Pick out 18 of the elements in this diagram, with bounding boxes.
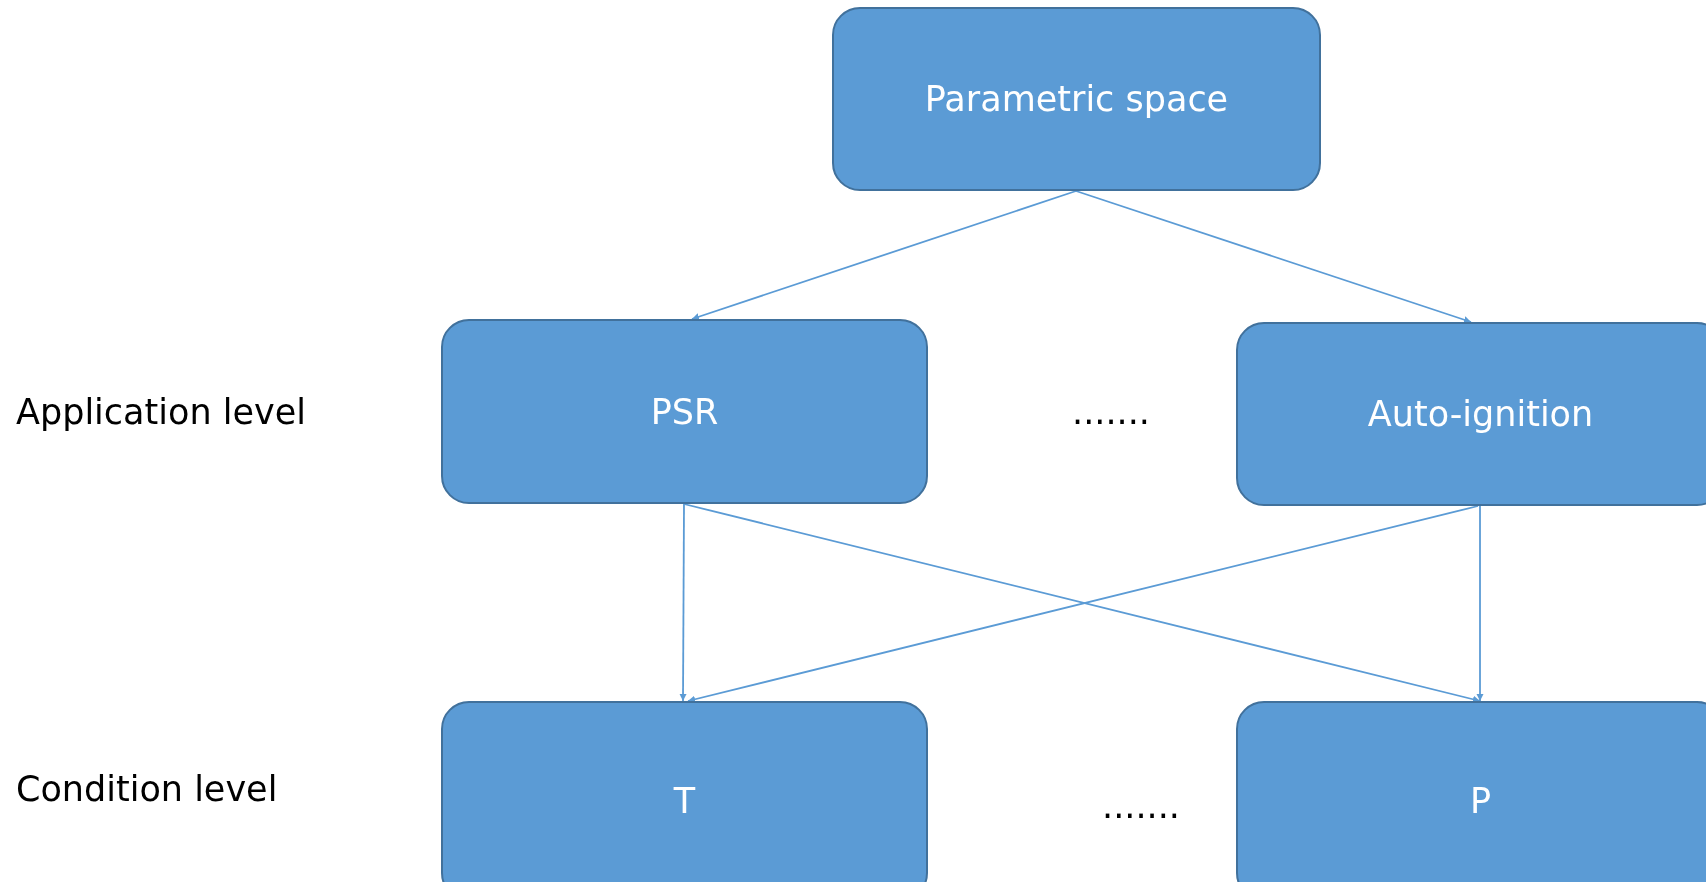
arrow	[1075, 190, 1472, 324]
arrow	[691, 190, 1077, 321]
arrow	[679, 503, 687, 702]
process-box	[1236, 322, 1706, 506]
process-box	[832, 7, 1321, 191]
level-label: Application level	[16, 392, 306, 432]
node-label: P	[1469, 781, 1492, 821]
node-label: T	[673, 781, 696, 821]
node-label: PSR	[650, 391, 719, 432]
ellipsis-text: .......	[1072, 392, 1150, 432]
ellipsis-text: .......	[1102, 786, 1180, 826]
node-label: Parametric space	[924, 79, 1229, 119]
arrow	[1476, 505, 1484, 702]
process-box	[441, 701, 928, 882]
process-box	[441, 319, 928, 504]
level-label: Condition level	[16, 769, 278, 809]
node-label: Auto-ignition	[1367, 394, 1594, 434]
process-box	[1236, 701, 1706, 882]
